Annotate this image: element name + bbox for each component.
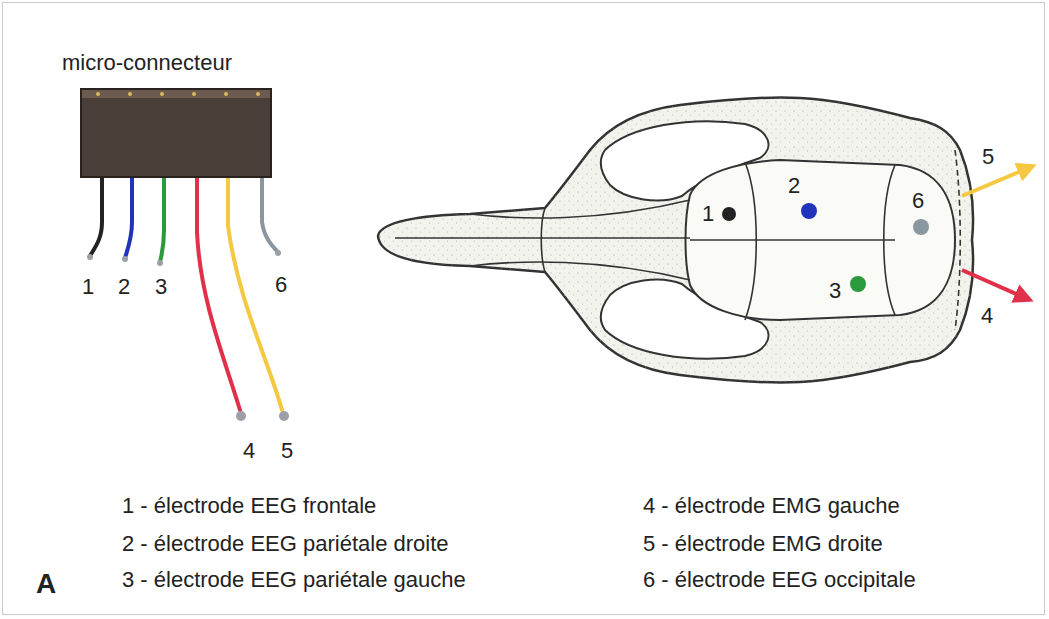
rat-skull xyxy=(378,97,973,382)
connector-pin xyxy=(224,92,228,96)
wire-tips xyxy=(87,250,289,421)
electrode-dot xyxy=(913,219,929,235)
legend-line: 3 - électrode EEG pariétale gauche xyxy=(122,567,466,592)
connector-pin xyxy=(256,92,260,96)
connector-body xyxy=(80,88,272,178)
emg-arrow xyxy=(962,270,1030,300)
connector-pin xyxy=(96,92,100,96)
electrode-number: 1 xyxy=(702,201,714,226)
wires xyxy=(90,178,282,410)
wire-6 xyxy=(262,178,278,252)
electrode-number: 4 xyxy=(981,303,993,328)
wire-1 xyxy=(90,178,102,256)
emg-arrow xyxy=(962,166,1033,196)
wire-number: 4 xyxy=(243,438,255,463)
electrode-number: 3 xyxy=(829,278,841,303)
electrode-number: 6 xyxy=(912,188,924,213)
panel-letter: A xyxy=(36,568,56,600)
connector-pin xyxy=(192,92,196,96)
wire-2 xyxy=(125,178,132,258)
wire-number: 1 xyxy=(82,274,94,299)
legend-line: 2 - électrode EEG pariétale droite xyxy=(122,531,449,556)
wire-number: 3 xyxy=(155,274,167,299)
electrode-number: 5 xyxy=(982,144,994,169)
legend-line: 6 - électrode EEG occipitale xyxy=(643,567,916,592)
electrode-number: 2 xyxy=(788,173,800,198)
wire-number: 2 xyxy=(118,274,130,299)
wire-4 xyxy=(197,178,240,410)
wire-number: 5 xyxy=(281,438,293,463)
connector-pin xyxy=(160,92,164,96)
connector-pin xyxy=(128,92,132,96)
legend-line: 4 - électrode EMG gauche xyxy=(643,493,900,518)
wire-number: 6 xyxy=(275,272,287,297)
electrode-dot xyxy=(850,276,866,292)
legend-line: 1 - électrode EEG frontale xyxy=(122,493,376,518)
wire-5 xyxy=(228,178,282,410)
connector-node: micro-connecteur xyxy=(62,50,292,75)
electrode-dot xyxy=(722,207,736,221)
electrode-dot xyxy=(801,203,817,219)
connector-title: micro-connecteur xyxy=(62,50,292,75)
legend-line: 5 - électrode EMG droite xyxy=(643,531,883,556)
wire-3 xyxy=(160,178,164,262)
